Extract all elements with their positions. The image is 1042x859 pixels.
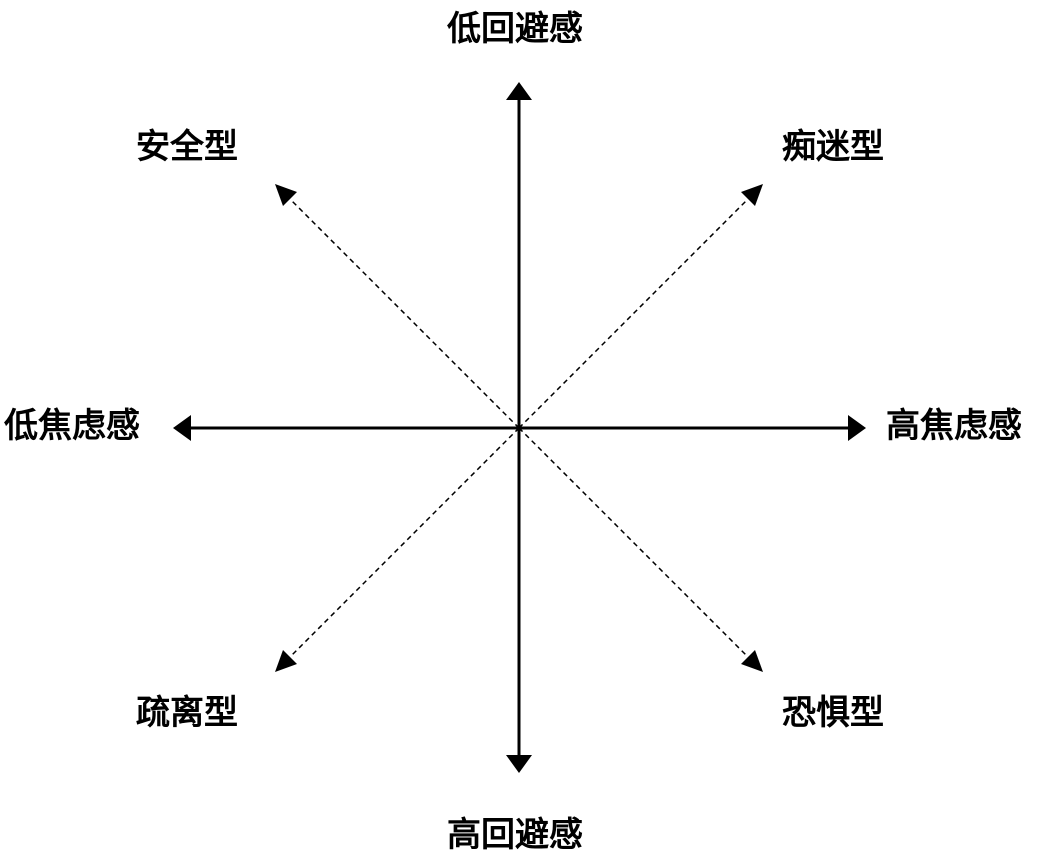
diagonal-bottom-right-arrow [741, 650, 763, 672]
horizontal-axis-arrow-left [173, 415, 191, 441]
quadrant-label-dismissive: 疏离型 [136, 693, 238, 733]
vertical-axis-arrow-down [506, 755, 532, 773]
diagonal-top-right-arrow [741, 184, 763, 206]
axis-label-high-anxiety: 高焦虑感 [886, 406, 1022, 446]
quadrant-label-secure: 安全型 [136, 127, 238, 167]
diagonal-bottom-left-arrow [275, 650, 297, 672]
axis-label-high-avoidance: 高回避感 [447, 815, 583, 855]
vertical-axis-arrow-up [506, 82, 532, 100]
diagonal-top-left-arrow [275, 184, 297, 206]
diagonal-bottom-right-line [518, 427, 754, 663]
quadrant-label-preoccupied: 痴迷型 [782, 127, 884, 167]
diagonal-bottom-left-line [284, 427, 520, 663]
diagonal-top-left-line [284, 193, 520, 429]
horizontal-axis-arrow-right [848, 415, 866, 441]
quadrant-label-fearful: 恐惧型 [782, 693, 884, 733]
axis-label-low-anxiety: 低焦虑感 [4, 406, 140, 446]
diagonal-top-right-line [518, 193, 754, 429]
axis-label-low-avoidance: 低回避感 [447, 9, 583, 49]
